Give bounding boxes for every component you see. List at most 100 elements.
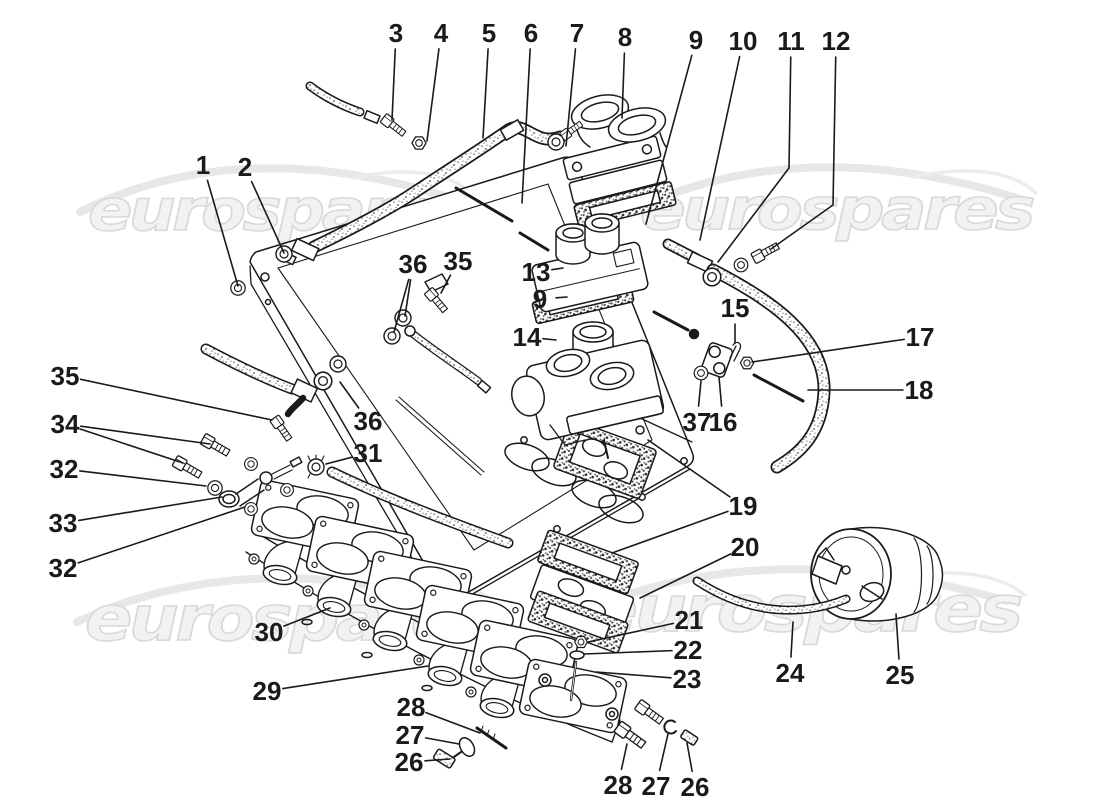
leader-line: [621, 52, 626, 119]
leader-line: [77, 496, 223, 522]
leader-line: [647, 439, 731, 498]
hose-24: [692, 576, 851, 615]
part-number-label: 32: [50, 454, 79, 484]
leader-line: [424, 758, 451, 762]
leader-line: [751, 338, 905, 363]
part-number-label: 34: [51, 409, 80, 439]
leader-line: [482, 48, 489, 139]
leader-line: [639, 553, 732, 599]
bolts-bottom: [612, 698, 699, 752]
leader-line: [542, 337, 557, 341]
part-number-label: 27: [396, 720, 425, 750]
callout-32: 32: [49, 506, 246, 583]
leader-line: [686, 742, 693, 773]
callout-18: 18: [807, 375, 934, 405]
leader-line: [79, 470, 207, 487]
part-number-label: 35: [444, 246, 473, 276]
swoosh-graphic: [628, 163, 1025, 215]
leader-line: [790, 621, 794, 658]
part-number-label: 18: [905, 375, 934, 405]
callout-10: 10: [699, 26, 757, 241]
callout-26: 26: [681, 742, 710, 800]
part-number-label: 27: [642, 771, 671, 800]
callout-35: 35: [440, 246, 473, 294]
carb-stack-top: [562, 94, 677, 229]
hose-right: [662, 238, 831, 474]
leader-line: [339, 381, 360, 409]
part-number-label: 28: [604, 770, 633, 800]
leader-line: [283, 607, 331, 627]
leader-line: [595, 671, 672, 679]
part-number-label: 36: [399, 249, 428, 279]
watermark: eurospares: [628, 163, 1038, 244]
swoosh-graphic: [76, 164, 461, 216]
leader-line: [521, 48, 531, 204]
part-number-label: 30: [255, 617, 284, 647]
callout-4: 4: [426, 18, 449, 142]
callout-17: 17: [751, 322, 934, 363]
callout-16: 16: [709, 376, 738, 437]
part-number-label: 20: [731, 532, 760, 562]
callout-9: 9: [533, 284, 568, 314]
callout-20: 20: [639, 532, 760, 599]
part-number-label: 6: [524, 18, 538, 48]
part-number-label: 2: [238, 152, 252, 182]
part-number-label: 16: [709, 407, 738, 437]
leader-line: [79, 428, 184, 464]
callout-25: 25: [886, 613, 914, 690]
callout-37: 37: [683, 380, 712, 437]
part-number-label: 35: [51, 361, 80, 391]
leader-line: [79, 378, 273, 421]
callout-19: 19: [611, 439, 757, 554]
part-number-label: 26: [681, 772, 710, 800]
callout-27: 27: [642, 733, 671, 800]
leader-line: [425, 711, 481, 734]
swoosh-tail: [352, 170, 474, 196]
leader-line: [551, 267, 564, 271]
callout-12: 12: [770, 26, 851, 250]
callout-36: 36: [393, 249, 428, 333]
part-number-label: 1: [196, 150, 210, 180]
part-number-label: 37: [683, 407, 712, 437]
watermark-text: eurospares: [640, 175, 1034, 243]
leader-line: [440, 274, 452, 294]
part-number-label: 7: [570, 18, 584, 48]
part-number-label: 26: [395, 747, 424, 777]
part-number-label: 36: [354, 406, 383, 436]
leader-line: [697, 380, 702, 407]
leader-line: [424, 737, 460, 745]
callout-27: 27: [396, 720, 460, 750]
leader-line: [282, 665, 429, 690]
part-number-label: 28: [397, 692, 426, 722]
callout-3: 3: [389, 18, 403, 121]
swoosh-graphic: [576, 565, 1012, 617]
callout-32: 32: [50, 454, 207, 487]
part-number-label: 9: [533, 284, 547, 314]
carburetor-13: [531, 213, 649, 325]
callout-24: 24: [776, 621, 805, 688]
leader-line: [555, 296, 568, 299]
part-number-label: 23: [673, 664, 702, 694]
leader-line: [620, 743, 628, 771]
leader-line: [770, 56, 837, 250]
washer-2: [275, 245, 293, 263]
leader-line: [718, 376, 723, 407]
canister-25: [810, 526, 944, 622]
callout-36: 36: [339, 381, 383, 436]
part-number-label: 9: [689, 25, 703, 55]
part-number-label: 29: [253, 676, 282, 706]
callout-21: 21: [587, 605, 703, 643]
callout-34: 34: [51, 409, 211, 464]
leader-line: [250, 180, 285, 254]
callout-9: 9: [645, 25, 703, 225]
diagram-artwork: [171, 81, 944, 769]
callout-7: 7: [565, 18, 584, 147]
part-number-label: 12: [822, 26, 851, 56]
callout-23: 23: [595, 664, 702, 694]
callout-6: 6: [521, 18, 538, 204]
leader-line: [717, 56, 792, 263]
part-number-label: 15: [721, 293, 750, 323]
leader-line: [565, 48, 577, 147]
valve-parts-left: [432, 725, 508, 769]
